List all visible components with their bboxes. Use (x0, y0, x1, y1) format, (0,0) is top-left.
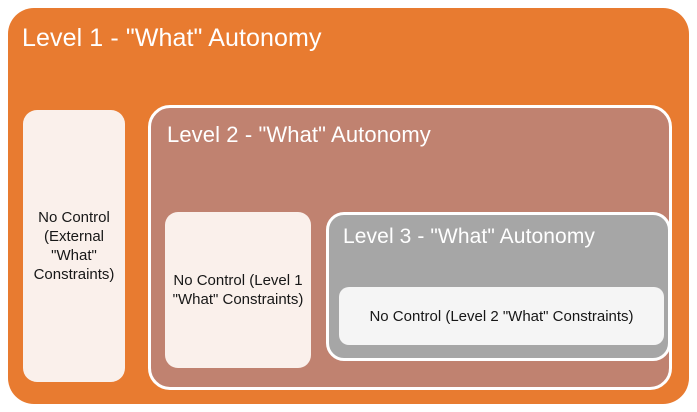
level-3-constraint-box: No Control (Level 2 "What" Constraints) (339, 287, 664, 345)
level-2-constraint-box: No Control (Level 1 "What" Constraints) (165, 212, 311, 368)
level-1-container: Level 1 - "What" Autonomy No Control (Ex… (8, 8, 689, 404)
level-1-constraint-label: No Control (External "What" Constraints) (33, 209, 115, 283)
level-1-title: Level 1 - "What" Autonomy (22, 24, 322, 52)
level-3-container: Level 3 - "What" Autonomy No Control (Le… (326, 212, 671, 361)
level-3-constraint-label: No Control (Level 2 "What" Constraints) (369, 307, 634, 325)
level-1-constraint-box: No Control (External "What" Constraints) (23, 110, 125, 382)
level-2-container: Level 2 - "What" Autonomy No Control (Le… (148, 105, 672, 390)
level-2-title: Level 2 - "What" Autonomy (167, 122, 431, 147)
level-3-title: Level 3 - "What" Autonomy (343, 225, 596, 248)
level-2-constraint-label: No Control (Level 1 "What" Constraints) (172, 272, 304, 308)
